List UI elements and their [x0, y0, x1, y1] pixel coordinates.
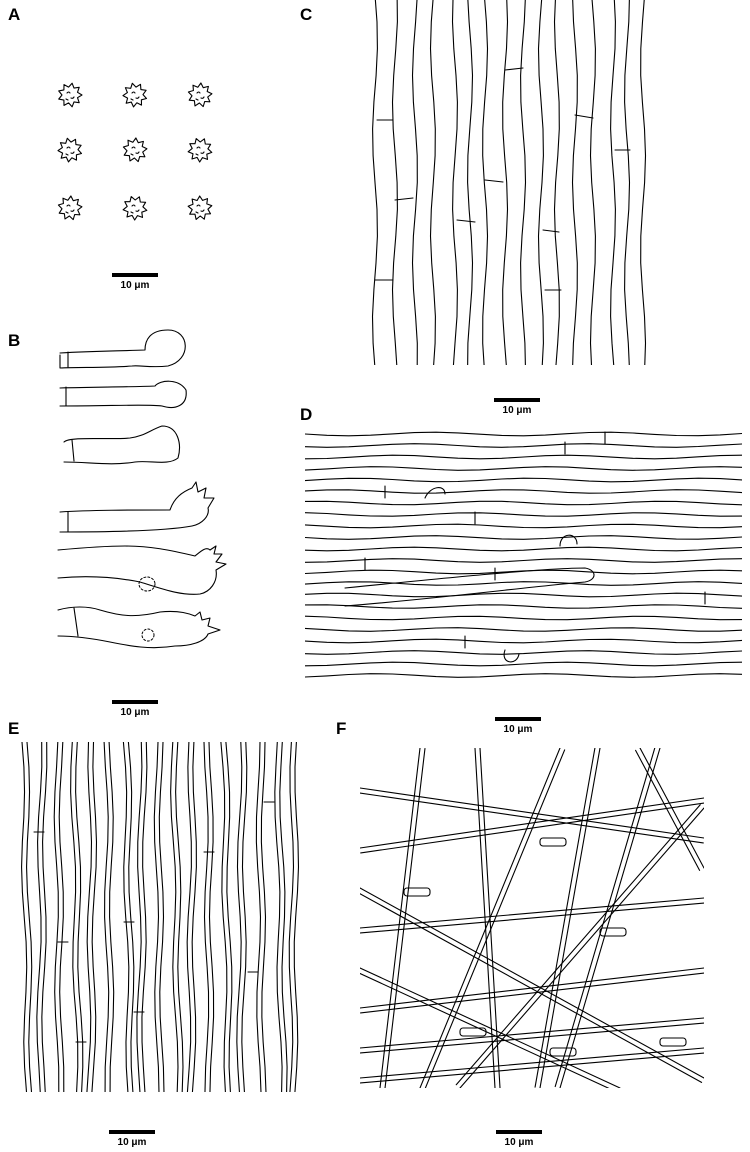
hyphae-f-illustration: [360, 748, 704, 1088]
scale-bar-d: 10 μm: [488, 717, 548, 735]
panel-label-b: B: [8, 331, 21, 350]
panel-label-c: C: [300, 5, 313, 24]
spores-illustration: [57, 82, 213, 221]
scale-label-a: 10 μm: [120, 280, 150, 291]
panel-label-e: E: [8, 719, 20, 738]
spore-icon: [57, 137, 83, 163]
scale-label-c: 10 μm: [502, 405, 532, 416]
scale-bar-c: 10 μm: [487, 398, 547, 416]
panel-label-d: D: [300, 405, 313, 424]
scale-bar-e: 10 μm: [102, 1130, 162, 1148]
basidia-illustration: [57, 329, 227, 649]
spore-icon: [122, 82, 148, 108]
panel-label-a: A: [8, 5, 21, 24]
spore-icon: [122, 137, 148, 163]
scale-label-e: 10 μm: [117, 1137, 147, 1148]
spore-icon: [187, 138, 213, 163]
hyphae-d-illustration: [305, 431, 742, 678]
spore-icon: [58, 82, 83, 108]
hyphae-e-illustration: [21, 742, 300, 1092]
scale-label-d: 10 μm: [503, 724, 533, 735]
scale-bar-f: 10 μm: [489, 1130, 549, 1148]
scale-bar-b: 10 μm: [105, 700, 165, 718]
hyphae-c-illustration: [371, 0, 647, 365]
spore-icon: [57, 195, 83, 221]
scale-label-b: 10 μm: [120, 707, 150, 718]
spore-icon: [187, 82, 213, 108]
panel-label-f: F: [336, 719, 347, 738]
spore-icon: [122, 196, 148, 221]
scale-bar-a: 10 μm: [105, 273, 165, 291]
scale-label-f: 10 μm: [504, 1137, 534, 1148]
spore-icon: [187, 195, 213, 220]
